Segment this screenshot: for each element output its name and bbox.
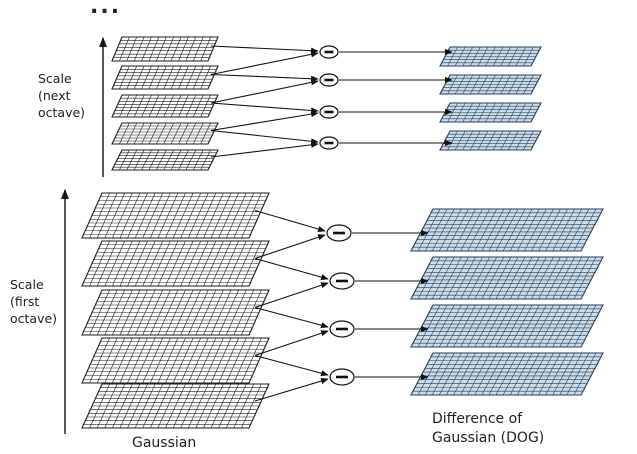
dog-label: Difference of Gaussian (DOG) [432,410,544,448]
minus-op-first-4 [329,368,355,386]
arrows [210,45,453,402]
arrow-next-a-2 [210,73,319,82]
minus-op-first-1 [326,224,352,242]
arrow-next-b-1 [210,51,319,76]
operators [319,45,355,386]
dog-layer-next-4 [439,130,542,151]
arrow-next-b-4 [210,141,319,158]
gaussian-layer-first-1 [81,192,270,239]
gaussian-layer-first-3 [81,289,270,336]
gaussian-layer-first-2 [81,240,270,287]
arrow-first-b-3 [254,330,329,357]
minus-op-next-4 [319,136,339,150]
dog-layer-first-1 [410,208,604,252]
minus-op-first-3 [329,320,355,338]
arrow-first-a-2 [254,257,329,281]
arrow-first-b-2 [254,282,329,309]
minus-op-next-1 [319,45,339,59]
gaussian-layer-next-4 [111,122,219,145]
scale-axes [61,37,107,434]
dog-label-line2: Gaussian (DOG) [432,430,545,446]
scale-first-octave-label: Scale (first octave) [10,276,57,327]
scale-first-line2: (first [10,294,40,309]
scale-next-line2: (next [38,88,71,103]
dog-label-line1: Difference of [432,411,523,427]
dog-layer-first-4 [410,352,604,396]
arrow-next-b-2 [210,79,319,104]
arrow-first-a-1 [254,209,326,233]
gaussian-layer-next-3 [111,94,219,118]
scale-next-line3: octave) [38,105,86,120]
arrow-next-a-1 [210,45,319,54]
arrow-next-a-3 [210,102,319,114]
scale-first-line3: octave) [10,311,58,326]
dog-layer-next-3 [439,102,542,123]
gaussian-layer-next-2 [111,65,219,90]
arrow-first-a-4 [254,354,329,377]
gaussian-layer-next-5 [111,149,219,171]
dog-layer-first-3 [410,304,604,348]
layers [81,36,604,429]
minus-op-next-2 [319,73,339,87]
scale-next-line1: Scale [38,71,72,86]
arrow-first-b-4 [254,378,329,402]
more-octaves-ellipsis: ... [90,0,122,19]
gaussian-label: Gaussian [132,435,197,451]
dog-layer-next-2 [439,74,542,95]
scale-next-octave-label: Scale (next octave) [38,70,85,121]
scale-first-line1: Scale [10,277,44,292]
minus-op-first-2 [329,272,355,290]
arrow-first-a-3 [254,306,329,329]
gaussian-layer-first-4 [81,337,270,384]
gaussian-layer-next-1 [111,36,219,62]
arrow-first-b-1 [254,234,326,260]
minus-op-next-3 [319,105,339,119]
gaussian-layer-first-5 [81,383,270,429]
dog-layer-next-1 [439,46,542,67]
dog-layer-first-2 [410,256,604,300]
arrow-next-a-4 [210,129,319,145]
arrow-next-b-3 [210,111,319,132]
